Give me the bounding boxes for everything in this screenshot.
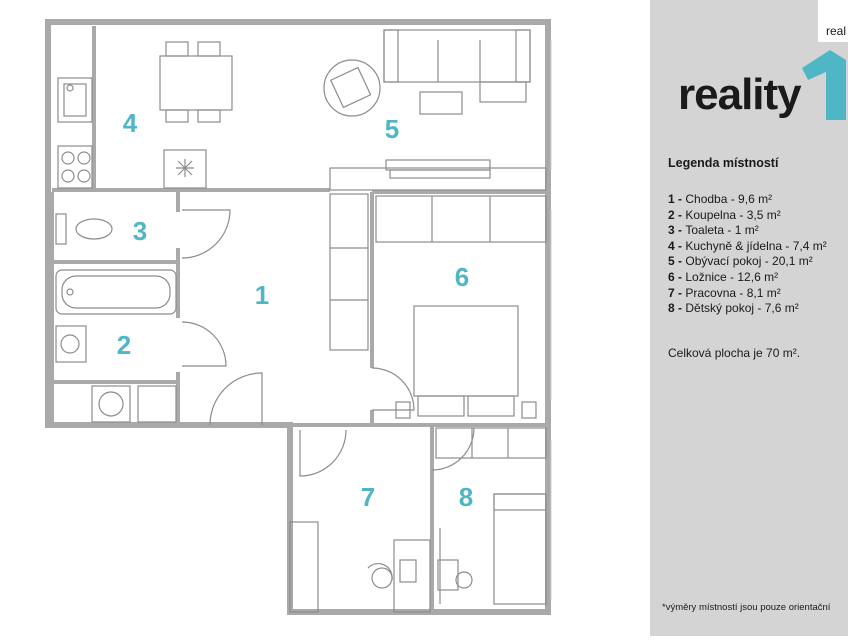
room-number-1: 1 [255,280,269,310]
kids-room-furniture [435,427,547,605]
kitchen-furniture [57,41,233,189]
room-number-7: 7 [361,482,375,512]
logo-corner-text: real [826,24,847,38]
floor-plan: 1 2 3 4 5 6 7 8 [45,19,552,615]
outer-wall-top [45,19,551,193]
legend-item: 3 - Toaleta - 1 m² [668,223,759,238]
room-number-4: 4 [123,108,138,138]
door-office [299,429,347,477]
legend-title: Legenda místností [668,156,779,170]
door-bedroom [371,367,415,411]
brand-logo-mark-icon [802,50,846,120]
outer-wall-bottom [287,422,435,615]
bedroom-furniture [329,193,547,419]
logo-corner: real [818,0,848,42]
bathroom-furniture [55,213,177,423]
room-number-6: 6 [455,262,469,292]
office-furniture [289,521,441,613]
legend-item: 1 - Chodba - 9,6 m² [668,192,773,206]
brand-logo-text: reality [678,70,802,119]
door-wc [181,209,231,259]
outer-wall-left [45,19,293,428]
legend-item: 8 - Dětský pokoj - 7,6 m² [668,301,799,316]
legend-item: 4 - Kuchyně & jídelna - 7,4 m² [668,238,827,253]
legend-panel: real reality Legenda místností 1 - Chodb… [650,0,848,636]
legend-list: 1 - Chodba - 9,6 m² 2 - Koupelna - 3,5 m… [668,192,827,317]
footnote: *výměry místností jsou pouze orientační [662,602,831,613]
door-entrance [209,372,263,426]
room-number-5: 5 [385,114,399,144]
wall-wc [50,192,178,264]
room-number-8: 8 [459,482,473,512]
room-number-3: 3 [133,216,147,246]
legend-item: 2 - Koupelna - 3,5 m² [668,207,781,222]
living-room-furniture [323,29,547,191]
door-kids [431,427,475,471]
total-area: Celková plocha je 70 m². [668,346,801,360]
legend-item: 5 - Obývací pokoj - 20,1 m² [668,254,813,269]
floor-plan-drawing: 1 2 3 4 5 6 7 8 [45,19,552,615]
legend-item: 6 - Ložnice - 12,6 m² [668,269,779,284]
legend-item: 7 - Pracovna - 8,1 m² [668,285,781,300]
door-bath [181,321,227,367]
outer-wall-right [429,187,551,615]
room-number-2: 2 [117,330,131,360]
